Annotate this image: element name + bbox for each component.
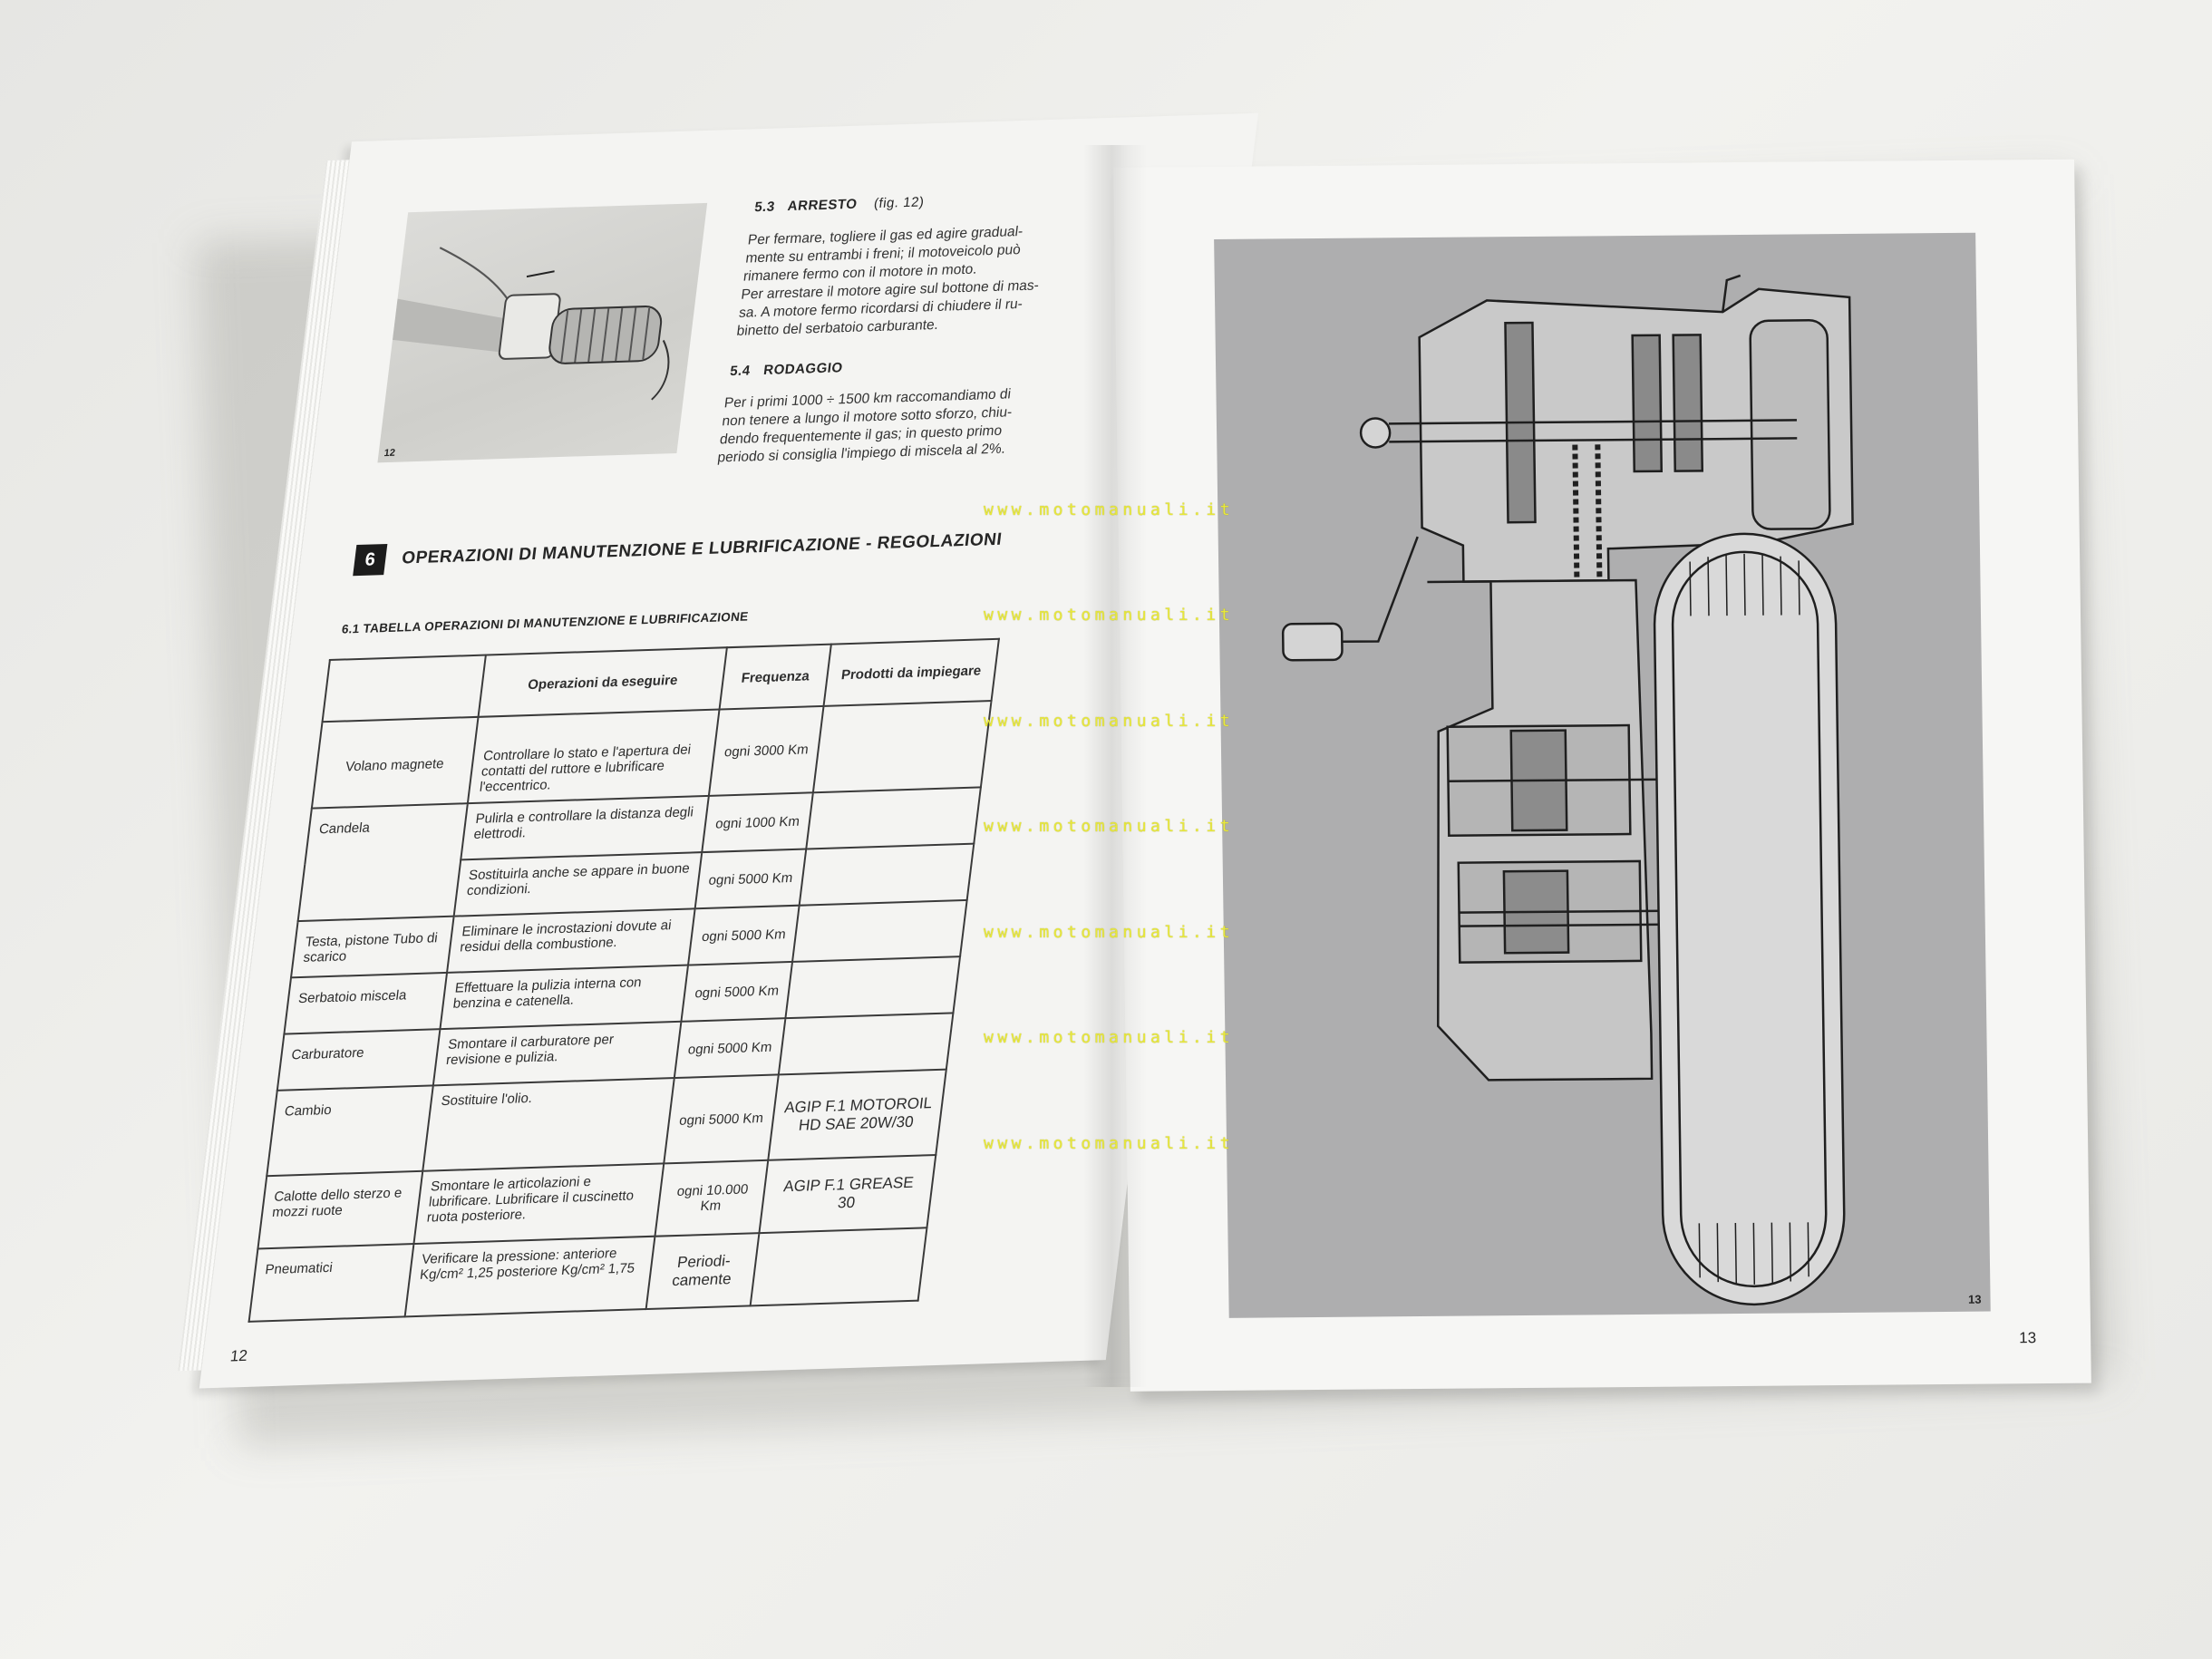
cell-operation: Sostituirla anche se appare in buone con… — [453, 852, 703, 917]
book-gutter — [1083, 145, 1147, 1387]
cell-frequency: ogni 5000 Km — [694, 849, 807, 909]
cell-frequency: Periodi-camente — [645, 1233, 760, 1310]
section-title: RODAGGIO — [762, 360, 844, 378]
cell-component: Cambio — [267, 1085, 433, 1177]
cell-product — [785, 956, 961, 1019]
cell-product — [750, 1227, 927, 1306]
cell-operation: Controllare lo stato e l'apertura dei co… — [467, 709, 720, 804]
maintenance-table: Operazioni da eseguire Frequenza Prodott… — [248, 638, 1001, 1323]
section-5-3-text: Per fermare, togliere il gas ed agire gr… — [735, 220, 1111, 341]
watermark-text: www.motomanuali.it — [984, 923, 1235, 942]
cell-component: Calotte dello sterzo e mozzi ruote — [257, 1170, 423, 1249]
right-page: 13 13 — [1113, 159, 2091, 1392]
watermark-text: www.motomanuali.it — [984, 1028, 1235, 1047]
cell-component: Serbatoio miscela — [284, 972, 448, 1034]
header-frequency: Frequenza — [719, 644, 831, 710]
chapter-6-heading: 6 OPERAZIONI DI MANUTENZIONE E LUBRIFICA… — [353, 525, 1004, 577]
figure-12-photo: 12 — [377, 202, 708, 463]
section-5-4-text: Per i primi 1000 ÷ 1500 km raccomandiamo… — [716, 383, 1088, 468]
cell-operation: Effettuare la pulizia interna con benzin… — [440, 965, 689, 1030]
cell-component: Volano magnete — [311, 716, 479, 809]
watermark-text: www.motomanuali.it — [984, 712, 1235, 731]
cell-frequency: ogni 3000 Km — [709, 705, 824, 796]
table-caption: 6.1 TABELLA OPERAZIONI DI MANUTENZIONE E… — [341, 609, 750, 636]
cell-frequency: ogni 5000 Km — [688, 905, 800, 965]
cell-operation: Verificare la pressione: anteriore Kg/cm… — [404, 1236, 655, 1317]
cell-component: Carburatore — [276, 1029, 441, 1091]
cell-product: AGIP F.1 MOTOROIL HD SAE 20W/30 — [768, 1069, 946, 1160]
cell-component: Testa, pistone Tubo di scarico — [291, 916, 454, 978]
cell-operation: Eliminare le incrostazioni dovute ai res… — [447, 908, 695, 973]
header-product: Prodotti da impiegare — [823, 638, 999, 706]
section-5-3-heading: 5.3 ARRESTO (fig. 12) — [753, 194, 925, 215]
figure-reference: (fig. 12) — [873, 194, 926, 212]
figure-13-number: 13 — [1967, 1292, 1982, 1306]
cell-operation: Smontare il carburatore per revisione e … — [432, 1021, 682, 1086]
cell-operation: Smontare le articolazioni e lubrificare.… — [413, 1163, 665, 1245]
cell-product — [799, 843, 975, 906]
watermark-text: www.motomanuali.it — [984, 606, 1235, 625]
section-number: 5.3 — [753, 199, 776, 216]
watermark-text: www.motomanuali.it — [984, 1134, 1235, 1153]
engine-cross-section-drawing — [1281, 274, 1854, 1306]
watermark-text: www.motomanuali.it — [984, 817, 1235, 836]
cell-component: Pneumatici — [248, 1244, 414, 1322]
figure-13-plate: 13 — [1214, 232, 1991, 1318]
cell-operation: Pulirla e controllare la distanza degli … — [461, 795, 710, 860]
chapter-title: OPERAZIONI DI MANUTENZIONE E LUBRIFICAZI… — [401, 529, 1004, 568]
section-number: 5.4 — [729, 363, 752, 380]
cell-product — [778, 1013, 954, 1075]
cell-frequency: ogni 5000 Km — [681, 961, 792, 1022]
cell-frequency: ogni 1000 Km — [702, 792, 813, 853]
cell-operation: Sostituire l'olio. — [422, 1078, 675, 1171]
left-page: 12 5.3 ARRESTO (fig. 12) Per fermare, to… — [178, 112, 1258, 1389]
handlebar-grip-illustration — [392, 247, 670, 401]
cell-product: AGIP F.1 GREASE 30 — [759, 1154, 936, 1234]
cell-component: Candela — [297, 803, 468, 922]
cell-frequency: ogni 5000 Km — [674, 1018, 786, 1079]
cell-product — [791, 899, 967, 962]
section-title: ARRESTO — [786, 196, 859, 215]
page-number-left: 12 — [228, 1346, 249, 1365]
cell-product — [806, 787, 981, 849]
chapter-number-box: 6 — [353, 543, 388, 577]
cell-frequency: ogni 5000 Km — [664, 1074, 779, 1164]
figure-12-number: 12 — [383, 447, 396, 460]
header-component — [322, 655, 486, 723]
cell-frequency: ogni 10.000 Km — [655, 1159, 769, 1237]
section-5-4-heading: 5.4 RODAGGIO — [729, 360, 843, 379]
cell-product — [812, 701, 992, 793]
watermark-text: www.motomanuali.it — [984, 500, 1235, 519]
page-number-right: 13 — [2019, 1329, 2037, 1347]
header-operation: Operazioni da eseguire — [478, 647, 728, 717]
